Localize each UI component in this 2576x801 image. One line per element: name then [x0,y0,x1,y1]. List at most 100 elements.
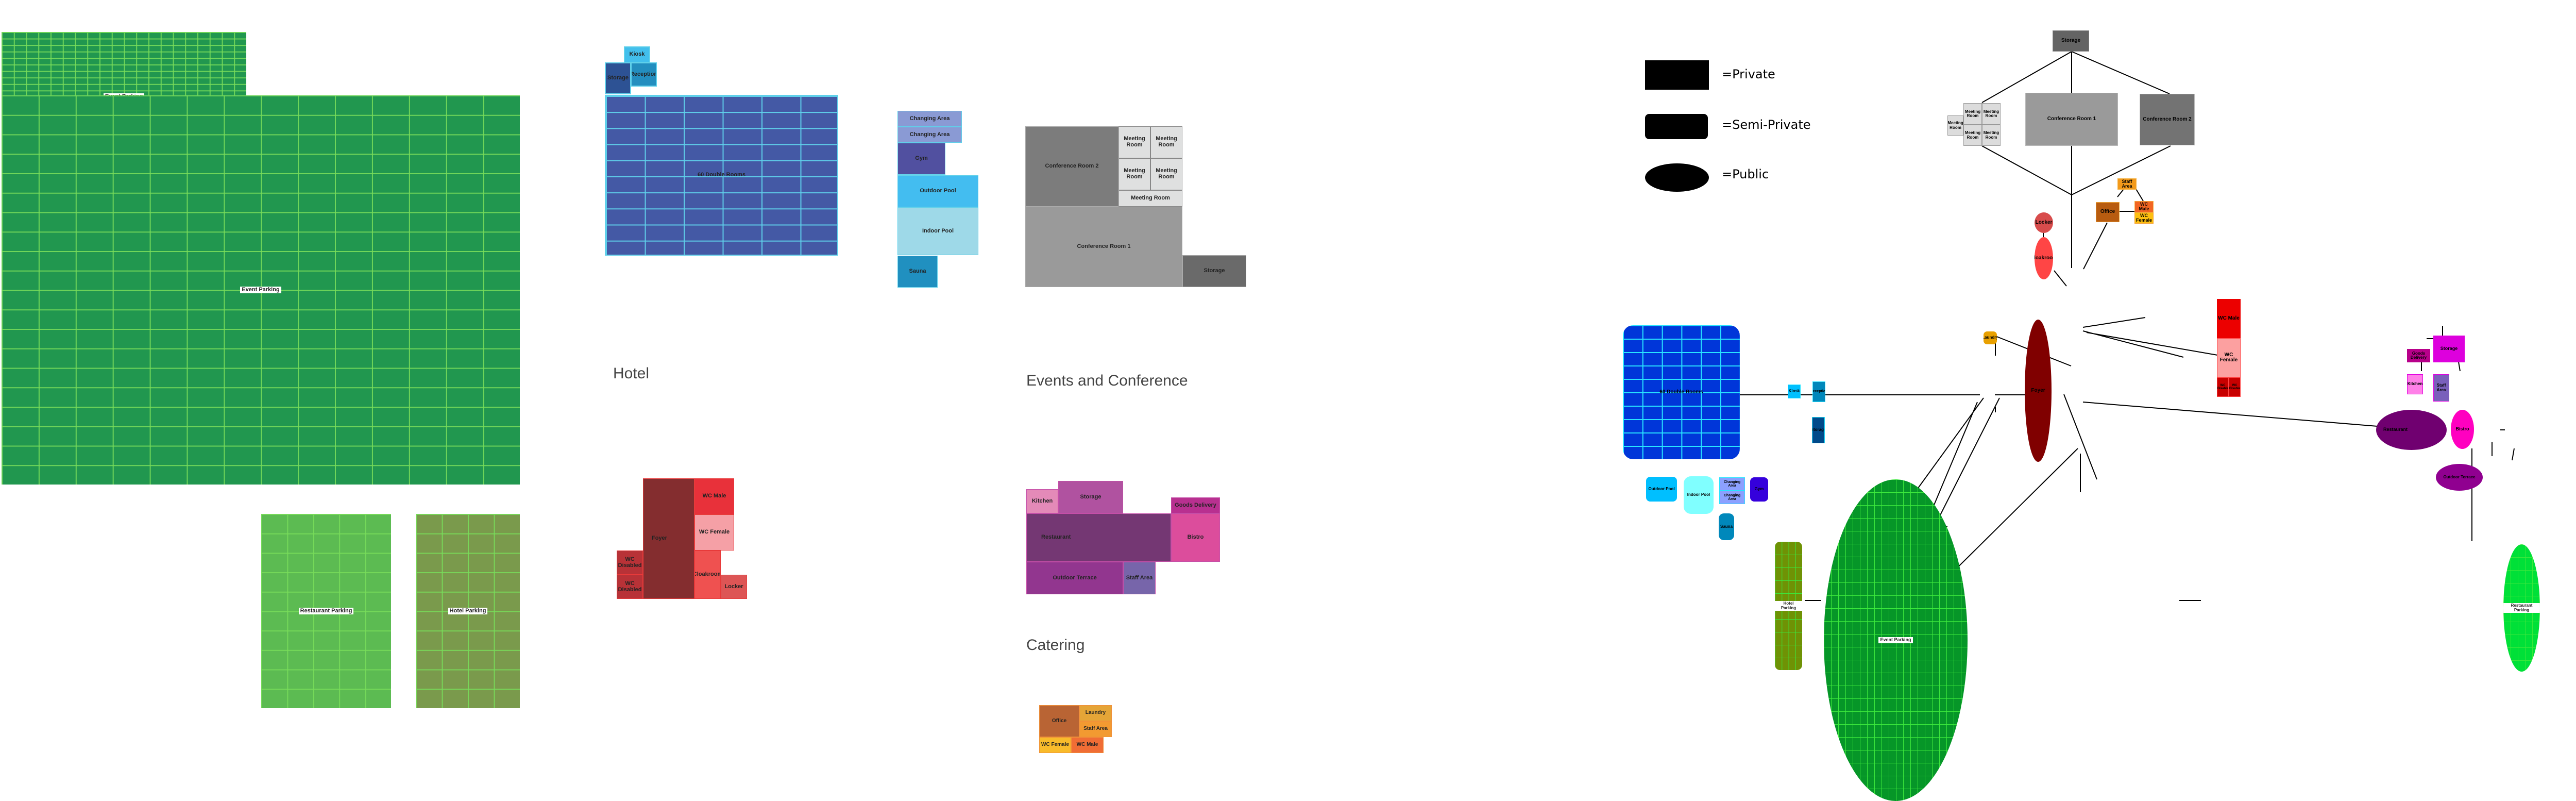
bubble-reception: Reception [1812,381,1825,402]
bubble-wc-female-orange: WC Female [2134,212,2154,224]
bubble-kitchen: Kitchen [2407,374,2423,394]
meeting-room-3: Meeting Room [1118,158,1150,190]
catering-laundry: Laundry [1079,705,1112,721]
gym-room: Gym [897,143,945,175]
bubble-indoor-pool: Indoor Pool [1684,476,1714,514]
bubble-office: Office [2096,202,2120,222]
bubble-changing-area-1: Changing Area [1719,477,1745,491]
connector [1981,51,2170,103]
bubble-outdoor-terrace: Outdoor Terrace [2436,464,2483,491]
catering-wc-female: WC Female [1039,737,1071,753]
connector [1981,145,2171,268]
catering-wc-male: WC Male [1071,737,1104,753]
legend-public-label: =Public [1722,167,1769,181]
hotel-cloakroom: Cloakroom [694,550,721,599]
bubble-goods-delivery: Goods Delivery [2407,349,2430,362]
changing-area-2: Changing Area [897,127,962,143]
hotel-wc-female: WC Female [694,514,734,550]
changing-area-1: Changing Area [897,111,962,127]
connector [2083,222,2108,270]
legend-semi-private-swatch [1645,114,1708,139]
connector [2082,317,2422,430]
conference-room-2: Conference Room 2 [1025,126,1118,207]
bubble-laundry: Laundry [1984,331,1997,344]
events-kitchen: Kitchen [1026,489,1058,513]
bubble-restaurant-parking-label: Restaurant Parking [2503,603,2540,613]
bubble-cloakroom: Cloakroom [2035,237,2053,279]
bubble-foyer: Foyer [2025,320,2052,462]
bubble-bistro: Bistro [2451,410,2474,449]
events-outdoor-terrace: Outdoor Terrace [1026,562,1123,594]
bubble-locker: Locker [2035,212,2053,233]
bubble-double-rooms: 60 Double Rooms [1623,325,1740,459]
bubble-hotel-parking: Hotel Parking [1775,542,1802,670]
bubble-wc-female-red: WC Female [2217,338,2241,377]
bubble-meeting-room-2: Meeting Room [1982,103,2001,125]
events-section-title: Events and Conference [1026,372,1188,389]
bubble-staff-area-purple: Staff Area [2433,374,2449,402]
hotel-wc-disabled-1: WC Disabled [617,550,643,575]
bubble-changing-area-2: Changing Area [1719,491,1745,504]
events-goods-delivery: Goods Delivery [1171,497,1220,513]
sauna-room: Sauna [897,256,938,288]
bubble-kiosk: Kiosk [1788,385,1801,398]
bubble-meeting-room-1: Meeting Room [1963,103,1982,125]
hotel-wc-male: WC Male [694,478,734,514]
legend-private-label: =Private [1722,67,1775,81]
bubble-wc-disabled-1: WC Disable [2217,377,2229,397]
bubble-meeting-room-4: Meeting Room [1982,125,2001,146]
legend-semi-private-label: =Semi-Private [1722,118,1811,132]
bubble-storage-top: Storage [2053,30,2089,52]
connector [2492,429,2515,461]
events-storage: Storage [1182,255,1246,287]
bubble-restaurant: Restaurant [2376,410,2447,450]
bubble-restaurant-parking: Restaurant Parking [2503,544,2540,672]
restaurant-parking-text: Restaurant Parking [298,607,354,615]
hotel-parking-text: Hotel Parking [448,607,488,615]
catering-office: Office [1039,705,1079,737]
bubble-storage-magenta: Storage [2433,336,2465,362]
hotel-parking-block: Hotel Parking [416,514,520,708]
bubble-conference-room-2: Conference Room 2 [2140,94,2195,145]
bubble-outdoor-pool: Outdoor Pool [1646,477,1677,502]
event-parking-block: Event Parking [2,95,520,485]
bubble-sauna: Sauna [1719,513,1734,540]
hotel-foyer-label: Foyer [652,535,667,542]
hotel-locker: Locker [721,575,747,599]
bubble-wc-male-orange: WC Male [2134,201,2154,212]
bubble-wc-male-red: WC Male [2217,299,2241,338]
catering-section-title: Catering [1026,637,1085,654]
bubble-event-parking: Event Parking [1824,479,1968,801]
hotel-foyer-room: Foyer [643,478,694,599]
bubble-staff-area-orange: Staff Area [2117,178,2137,190]
legend-private-swatch [1645,60,1709,90]
bubble-gym: Gym [1750,477,1768,502]
event-parking-text: Event Parking [240,286,281,294]
hotel-wc-disabled-2: WC Disabled [617,575,643,599]
conference-room-1: Conference Room 1 [1025,207,1182,287]
events-staff-area: Staff Area [1123,562,1156,594]
bubble-meeting-room-side: Meeting Room [1947,115,1963,136]
events-storage-purple: Storage [1058,481,1123,513]
bubble-storage-blue: Storage [1812,417,1825,443]
events-bistro: Bistro [1171,513,1220,562]
restaurant-parking-block: Restaurant Parking [261,514,391,708]
bubble-meeting-room-3: Meeting Room [1963,125,1982,146]
bubble-wc-disabled-2: WC Disable [2229,377,2241,397]
bubble-conference-room-1: Conference Room 1 [2025,93,2118,146]
hotel-section-title: Hotel [613,365,650,382]
events-restaurant: Restaurant [1026,513,1171,562]
meeting-room-5: Meeting Room [1118,190,1182,207]
connector [2421,326,2461,372]
outdoor-pool-room: Outdoor Pool [897,175,978,207]
connector [2063,394,2097,480]
bubble-hotel-parking-label: Hotel Parking [1775,601,1802,611]
connector [2054,270,2067,287]
meeting-room-4: Meeting Room [1150,158,1182,190]
bubble-event-parking-label: Event Parking [1878,637,1913,643]
legend-public-swatch [1645,163,1709,192]
floorplan-area: Event Parking Restaurant Parking Hotel P… [2,46,1246,753]
meeting-room-1: Meeting Room [1118,126,1150,158]
